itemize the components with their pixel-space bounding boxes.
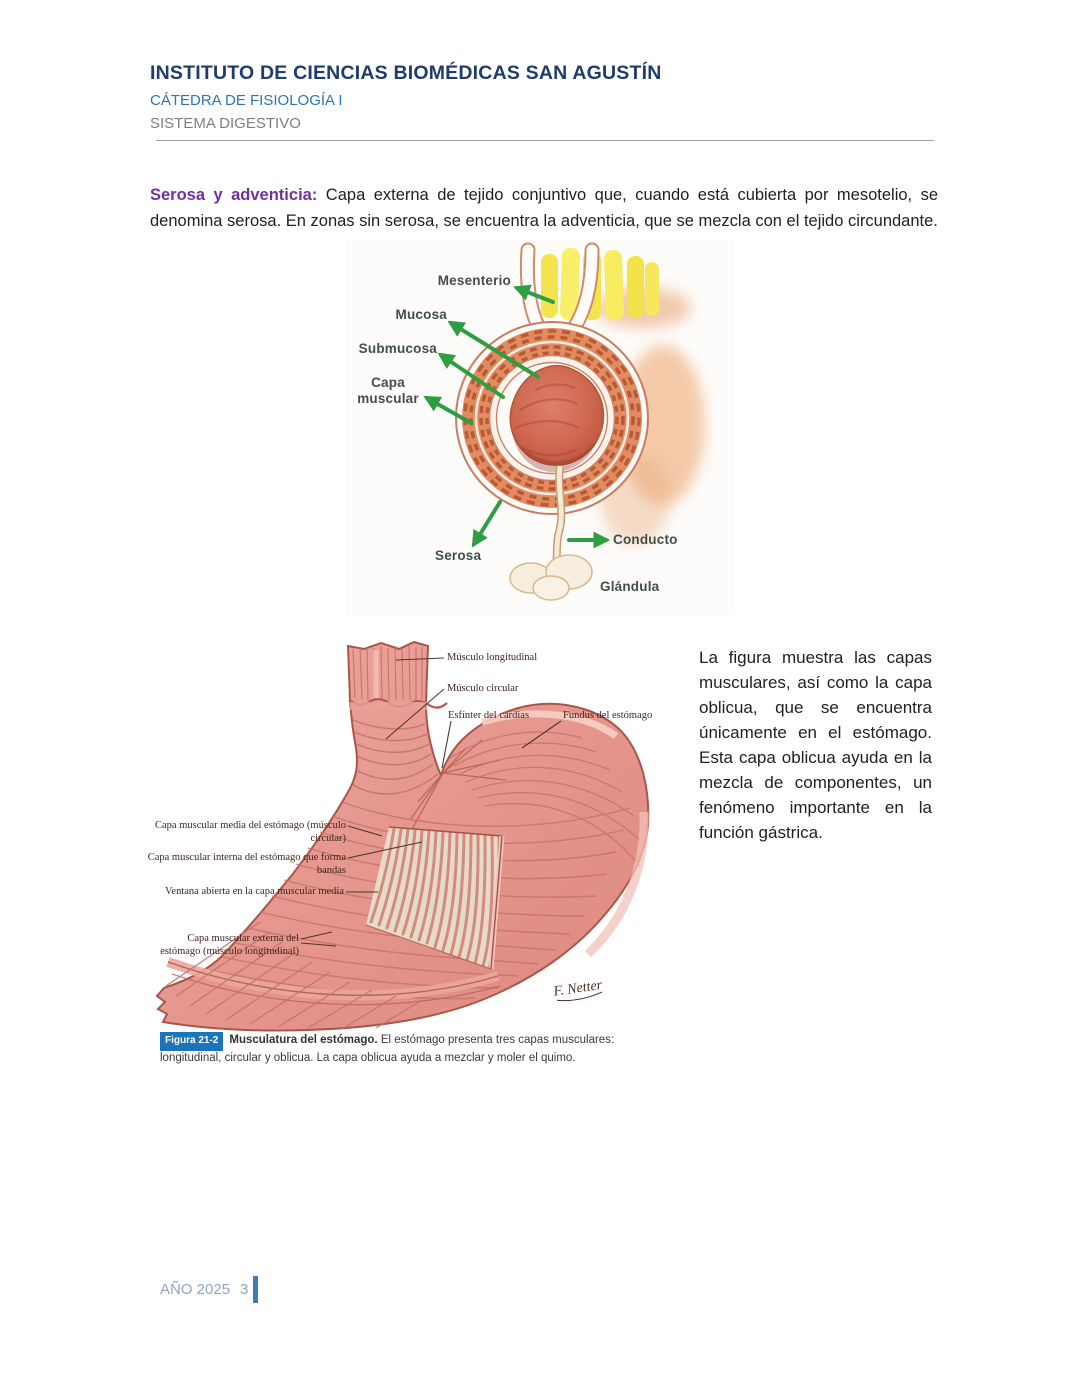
mesentery-shape bbox=[541, 247, 659, 321]
label-glandula: Glándula bbox=[600, 579, 660, 594]
footer-year: AÑO 2025 bbox=[160, 1281, 231, 1298]
label-mucosa: Mucosa bbox=[395, 307, 447, 322]
figure-caption: Figura 21-2 Musculatura del estómago. El … bbox=[160, 1032, 628, 1066]
institute-title: INSTITUTO DE CIENCIAS BIOMÉDICAS SAN AGU… bbox=[150, 62, 662, 84]
footer-page-number: 3 bbox=[240, 1281, 249, 1298]
label-capa-interna: Capa muscular interna del estómago que f… bbox=[147, 852, 346, 876]
label-musculo-longitudinal: Músculo longitudinal bbox=[447, 652, 538, 663]
intro-paragraph: Serosa y adventicia: Capa externa de tej… bbox=[150, 182, 938, 234]
caption-text: El estómago presenta tres capas muscular… bbox=[160, 1034, 615, 1064]
label-musculo-circular: Músculo circular bbox=[447, 683, 519, 694]
footer-accent-bar bbox=[253, 1276, 258, 1303]
label-capa-externa: Capa muscular externa del estómago (músc… bbox=[160, 933, 299, 957]
section-title: SISTEMA DIGESTIVO bbox=[150, 115, 301, 132]
figure-number-badge: Figura 21-2 bbox=[160, 1032, 224, 1051]
page-footer: AÑO 2025 3 bbox=[160, 1281, 248, 1298]
header-divider bbox=[156, 140, 934, 141]
duct-and-gland bbox=[509, 465, 593, 601]
label-arrows bbox=[423, 284, 611, 549]
signature-text: F. Netter bbox=[552, 978, 604, 1000]
label-mesenterio: Mesenterio bbox=[437, 273, 511, 288]
label-esfinter-cardias: Esfínter del cardias bbox=[448, 710, 530, 721]
leader-lines bbox=[300, 657, 562, 947]
label-capa-media: Capa muscular media del estómago (múscul… bbox=[155, 820, 346, 844]
mucosa-lumen bbox=[509, 364, 605, 472]
intro-body: Capa externa de tejido conjuntivo que, c… bbox=[150, 185, 938, 230]
oblique-window bbox=[365, 826, 505, 970]
figure-stomach-musculature: F. Netter Músculo longitudinal Músculo c… bbox=[110, 640, 670, 1032]
label-capa-muscular: Capa muscular bbox=[357, 375, 419, 406]
side-paragraph: La figura muestra las capas musculares, … bbox=[699, 648, 932, 842]
caption-title: Musculatura del estómago. bbox=[229, 1034, 378, 1046]
label-conducto: Conducto bbox=[613, 532, 678, 547]
course-subtitle: CÁTEDRA DE FISIOLOGÍA I bbox=[150, 92, 343, 109]
figure-gi-cross-section: Mesenterio Mucosa Submucosa Capa muscula… bbox=[345, 240, 735, 616]
artist-signature: F. Netter bbox=[552, 978, 604, 1002]
peritoneal-channels bbox=[519, 242, 600, 336]
intro-lead: Serosa y adventicia: bbox=[150, 185, 318, 204]
page-header: INSTITUTO DE CIENCIAS BIOMÉDICAS SAN AGU… bbox=[150, 62, 940, 149]
label-fundus: Fundus del estómago bbox=[563, 710, 653, 721]
label-serosa: Serosa bbox=[435, 548, 482, 563]
label-ventana: Ventana abierta en la capa muscular medi… bbox=[165, 886, 344, 897]
antrum-bands bbox=[165, 921, 501, 1030]
gi-cross-section-drawing bbox=[423, 242, 705, 601]
label-submucosa: Submucosa bbox=[358, 341, 437, 356]
stomach-drawing: F. Netter bbox=[155, 640, 650, 1032]
